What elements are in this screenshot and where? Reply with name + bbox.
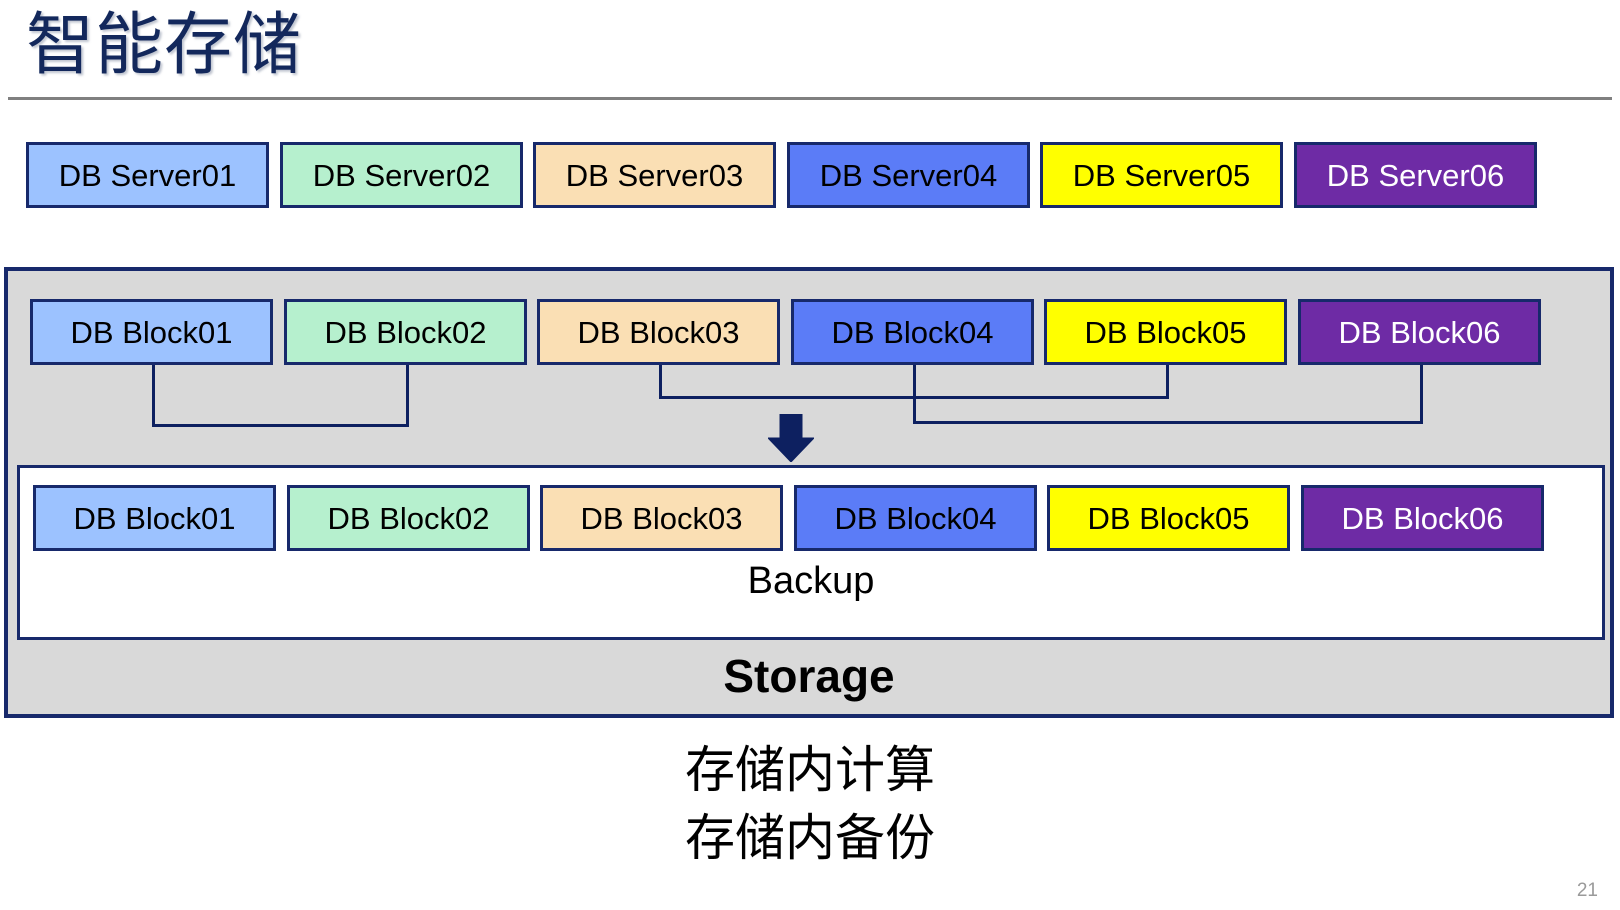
backup-db-block-box-6[interactable]: DB Block06 — [1301, 485, 1544, 551]
connector-line-horizontal — [151, 424, 409, 427]
backup-db-block-label: DB Block01 — [73, 500, 236, 536]
connector-line-vertical — [151, 365, 155, 424]
storage-label: Storage — [723, 650, 895, 702]
backup-label: Backup — [747, 560, 875, 602]
down-arrow-icon — [766, 413, 816, 463]
connector-line-vertical — [1165, 365, 1169, 396]
db-server-box-label: DB Server02 — [312, 157, 491, 193]
page-number: 21 — [1576, 880, 1598, 901]
backup-db-block-box-3[interactable]: DB Block03 — [540, 485, 783, 551]
db-block-box-label: DB Block02 — [324, 314, 487, 350]
connector-line-vertical — [1419, 365, 1423, 421]
db-server-box-label: DB Server04 — [819, 157, 998, 193]
connector-line-vertical — [658, 365, 662, 396]
backup-db-block-box-4[interactable]: DB Block04 — [794, 485, 1037, 551]
db-server-box-4[interactable]: DB Server04 — [787, 142, 1030, 208]
db-block-box-label: DB Block03 — [577, 314, 740, 350]
connector-line-vertical — [405, 365, 409, 424]
backup-db-block-label: DB Block06 — [1341, 500, 1504, 536]
connector-line-vertical — [912, 365, 916, 421]
db-block-box-label: DB Block05 — [1084, 314, 1247, 350]
backup-db-block-box-2[interactable]: DB Block02 — [287, 485, 530, 551]
db-server-box-2[interactable]: DB Server02 — [280, 142, 523, 208]
backup-db-block-label: DB Block05 — [1087, 500, 1250, 536]
db-block-box-4[interactable]: DB Block04 — [791, 299, 1034, 365]
db-server-box-3[interactable]: DB Server03 — [533, 142, 776, 208]
backup-db-block-box-1[interactable]: DB Block01 — [33, 485, 276, 551]
db-server-box-5[interactable]: DB Server05 — [1040, 142, 1283, 208]
caption-line-1: 存储内计算 — [685, 742, 935, 798]
backup-db-block-label: DB Block03 — [580, 500, 743, 536]
caption-line-2: 存储内备份 — [685, 810, 935, 866]
backup-db-block-box-5[interactable]: DB Block05 — [1047, 485, 1290, 551]
db-block-box-1[interactable]: DB Block01 — [30, 299, 273, 365]
slide-caption: 存储内计算存储内备份 — [0, 736, 1620, 872]
title-divider — [8, 97, 1612, 100]
db-server-box-1[interactable]: DB Server01 — [26, 142, 269, 208]
db-server-box-6[interactable]: DB Server06 — [1294, 142, 1537, 208]
storage-container: Backup DB Block01 DB Block02 DB Block03 DB … — [4, 267, 1614, 718]
connector-line-horizontal — [912, 421, 1423, 424]
db-server-box-label: DB Server01 — [58, 157, 237, 193]
db-server-box-label: DB Server05 — [1072, 157, 1251, 193]
db-server-box-label: DB Server03 — [565, 157, 744, 193]
db-block-box-6[interactable]: DB Block06 — [1298, 299, 1541, 365]
db-block-box-5[interactable]: DB Block05 — [1044, 299, 1287, 365]
db-server-box-label: DB Server06 — [1326, 157, 1505, 193]
backup-db-block-label: DB Block04 — [834, 500, 997, 536]
db-block-box-label: DB Block04 — [831, 314, 994, 350]
backup-db-block-label: DB Block02 — [327, 500, 490, 536]
db-block-box-2[interactable]: DB Block02 — [284, 299, 527, 365]
db-block-box-label: DB Block01 — [70, 314, 233, 350]
db-block-box-label: DB Block06 — [1338, 314, 1501, 350]
page-title: 智能存储 — [26, 7, 303, 83]
db-block-box-3[interactable]: DB Block03 — [537, 299, 780, 365]
backup-panel: Backup DB Block01 DB Block02 DB Block03 DB … — [17, 465, 1605, 640]
